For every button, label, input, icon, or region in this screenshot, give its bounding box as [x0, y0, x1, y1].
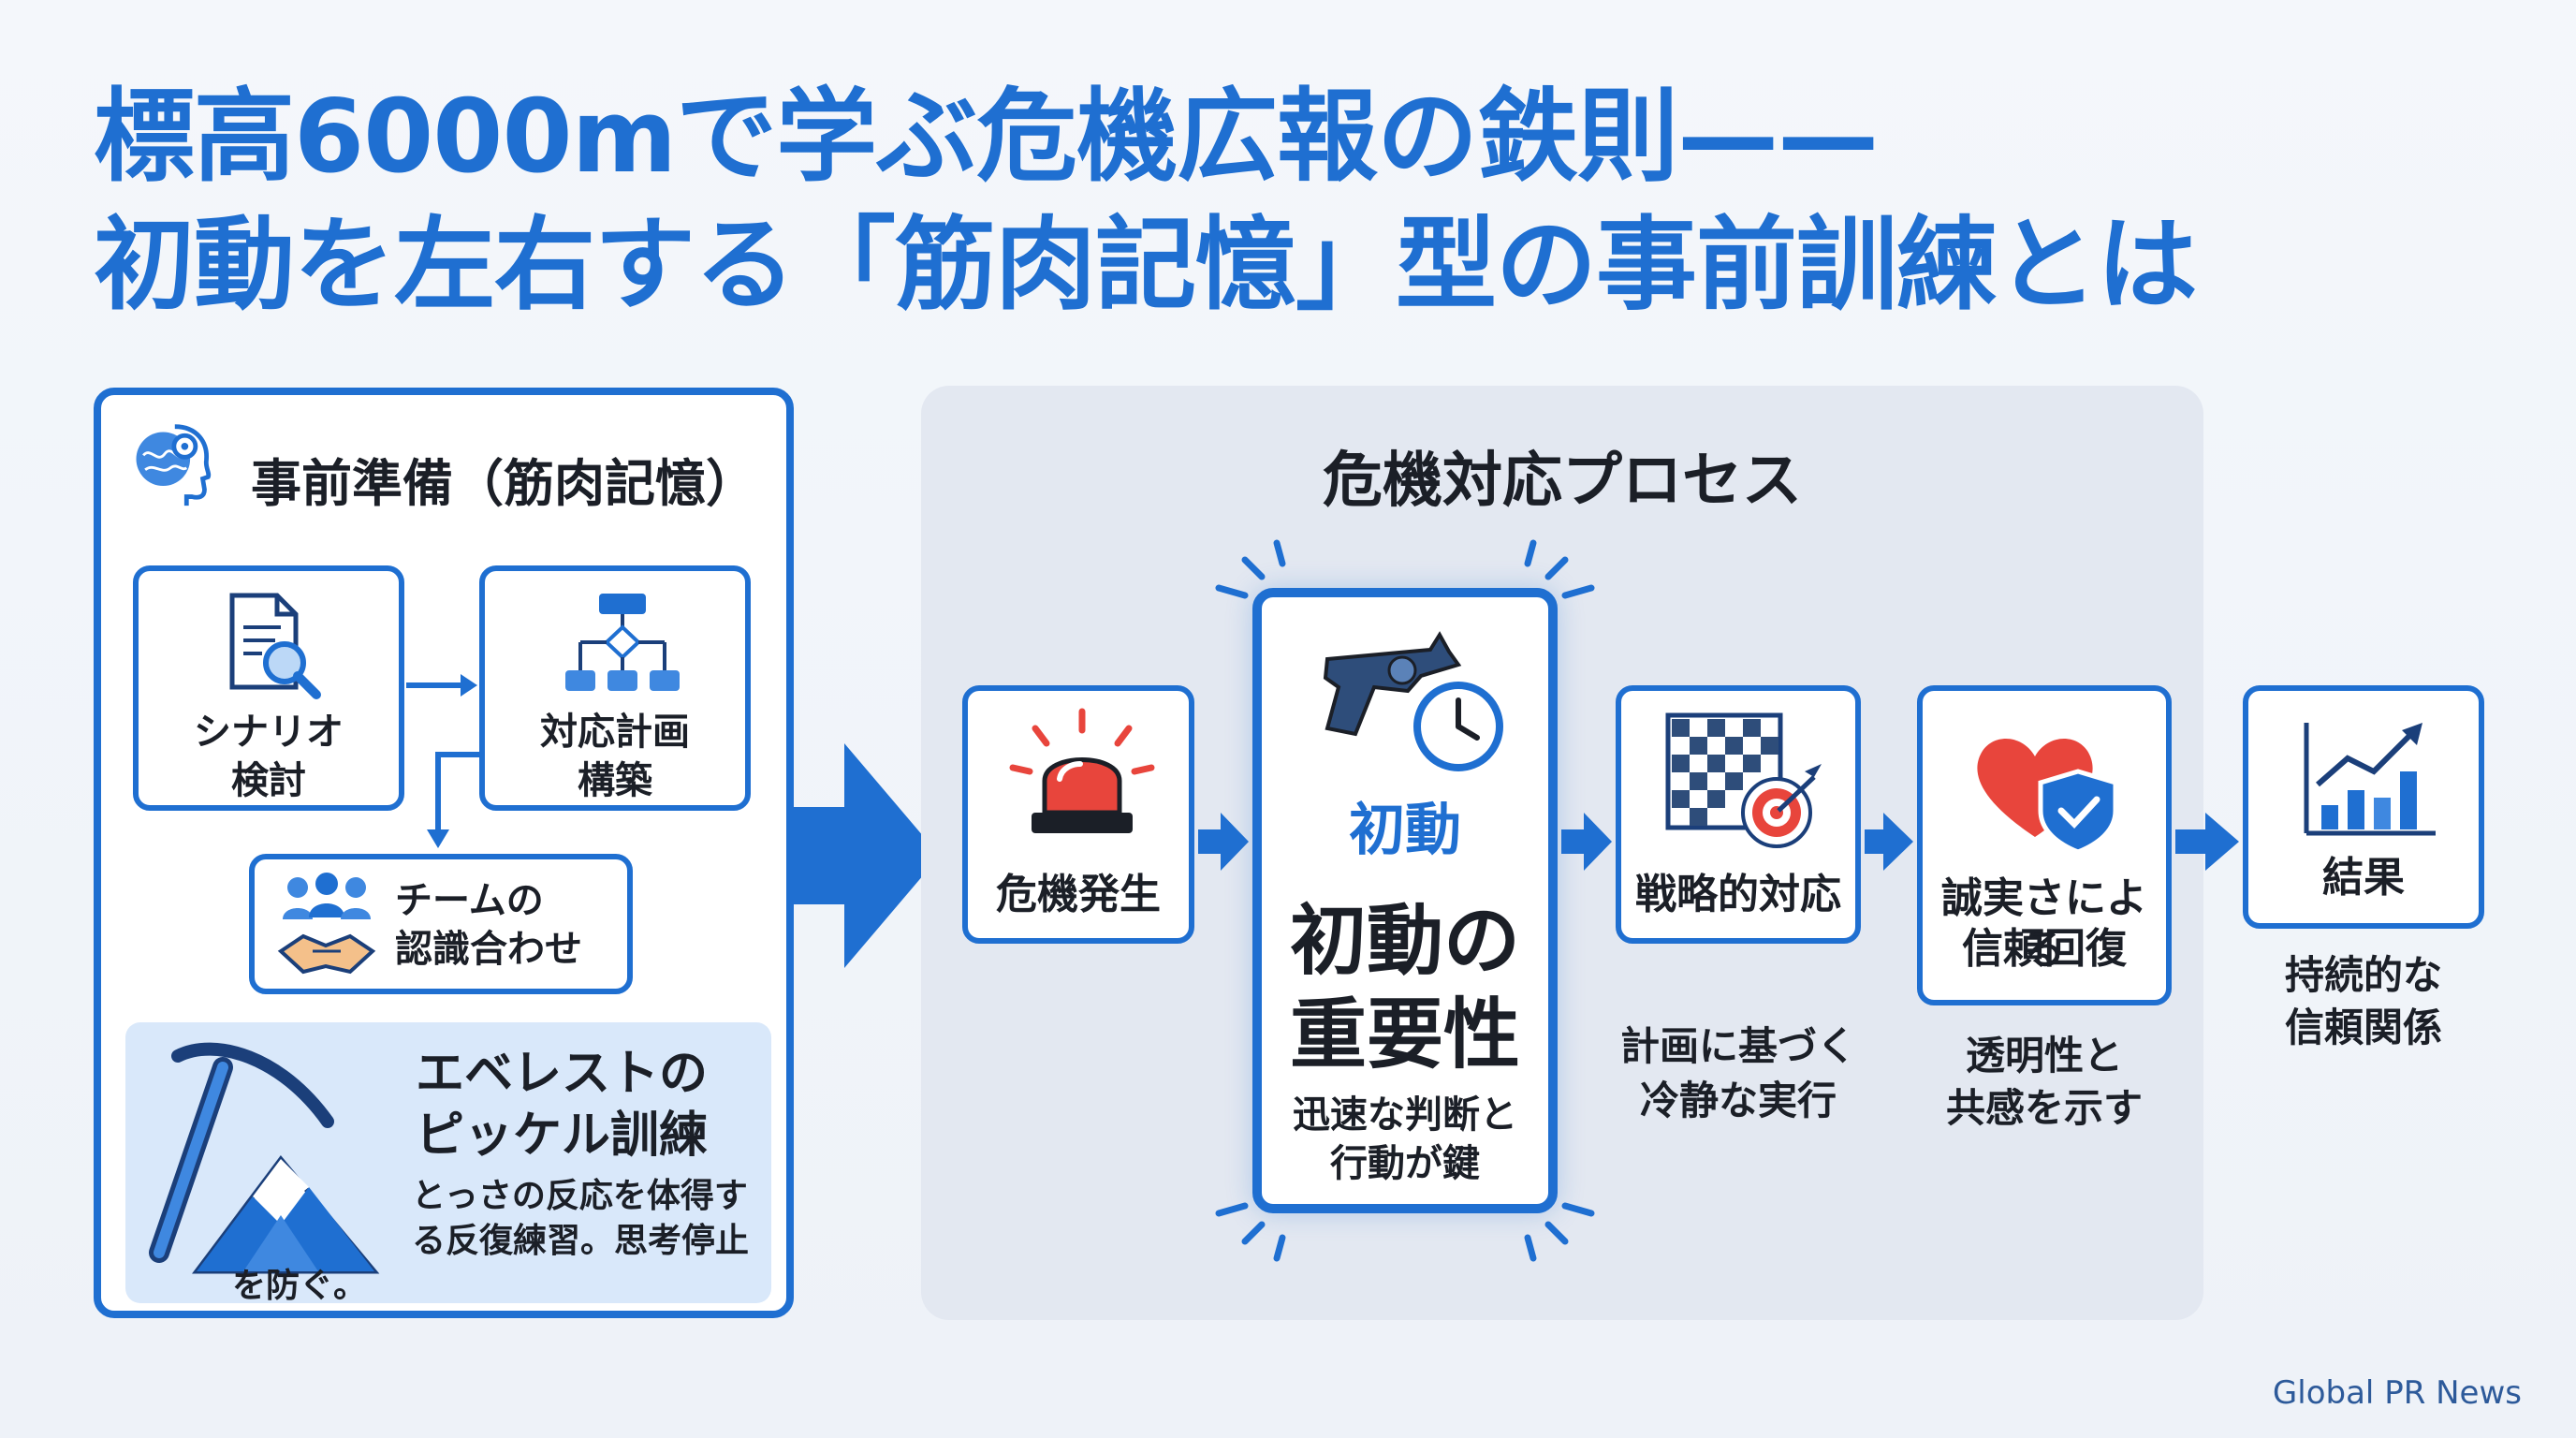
document-search-icon	[229, 593, 321, 699]
core-tag: 初動	[1349, 798, 1461, 863]
trust-sub-1: 透明性と	[1965, 1033, 2123, 1078]
team-card: チームの 認識合わせ	[249, 854, 633, 994]
trust-label-1: 誠実さによる	[1941, 874, 2147, 974]
big-transition-arrow	[792, 743, 940, 968]
result-sub-1: 持続的な	[2284, 952, 2442, 998]
growth-chart-icon	[2304, 723, 2436, 836]
crisis-label: 危機発生	[996, 871, 1161, 918]
team-handshake-icon	[277, 873, 376, 975]
result-label: 結果	[2322, 854, 2405, 902]
core-main-2: 重要性	[1289, 990, 1520, 1079]
everest-title-1: エベレストの	[416, 1046, 709, 1102]
core-desc-1: 迅速な判断と	[1293, 1093, 1517, 1137]
plan-card: 対応計画 構築	[479, 565, 751, 811]
crisis-step: 危機発生	[962, 685, 1194, 944]
everest-desc-3: を防ぐ。	[232, 1267, 368, 1305]
scenario-label-1: シナリオ	[194, 711, 344, 754]
target-grid-icon	[1665, 712, 1822, 848]
result-step: 結果	[2243, 685, 2484, 929]
everest-training-note: エベレストの ピッケル訓練 とっさの反応を体得す る反復練習。思考停止 を防ぐ。	[125, 1022, 771, 1305]
initial-response-card: 初動 初動の 重要性 迅速な判断と 行動が鍵	[1252, 588, 1558, 1213]
everest-title-2: ピッケル訓練	[416, 1108, 709, 1164]
process-heading: 危機対応プロセス	[1323, 447, 1802, 516]
result-sub-2: 信頼関係	[2284, 1005, 2442, 1050]
everest-desc-2: る反復練習。思考停止	[412, 1222, 750, 1260]
core-desc-2: 行動が鍵	[1330, 1142, 1480, 1185]
strategy-sub-1: 計画に基づく	[1619, 1023, 1856, 1069]
plan-label-2: 構築	[578, 759, 652, 802]
everest-desc-1: とっさの反応を体得す	[412, 1177, 748, 1215]
siren-icon	[1009, 708, 1155, 833]
team-label-2: 認識合わせ	[395, 928, 582, 971]
strategy-label: 戦略的対応	[1635, 871, 1841, 918]
scenario-label-2: 検討	[231, 759, 306, 802]
preparation-heading: 事前準備（筋肉記憶）	[251, 454, 756, 513]
trust-sub-2: 共感を示す	[1945, 1085, 2143, 1131]
strategy-sub-2: 冷静な実行	[1639, 1078, 1837, 1123]
strategy-step: 戦略的対応	[1616, 685, 1861, 944]
ice-axe-mountain-icon	[149, 1042, 380, 1274]
scenario-card: シナリオ 検討	[133, 565, 404, 811]
flowchart-icon	[565, 594, 680, 691]
headline-line-1: 標高6000mで学ぶ危機広報の鉄則——	[94, 79, 1879, 196]
revolver-clock-icon	[1323, 631, 1503, 771]
heart-shield-icon	[1977, 739, 2118, 855]
publisher-credit: Global PR News	[2272, 1374, 2522, 1412]
team-label-1: チームの	[395, 879, 544, 922]
core-main-1: 初動の	[1289, 897, 1520, 986]
trust-label-2: 信頼回復	[1962, 925, 2127, 973]
preparation-panel: 事前準備（筋肉記憶） シナリオ 検討 対応計画 構築	[94, 388, 794, 1318]
trust-step: 誠実さによる 信頼回復	[1917, 685, 2172, 1005]
headline-line-2: 初動を左右する「筋肉記憶」型の事前訓練とは	[94, 207, 2198, 324]
plan-label-1: 対応計画	[540, 711, 690, 754]
brain-gear-icon	[136, 424, 212, 506]
